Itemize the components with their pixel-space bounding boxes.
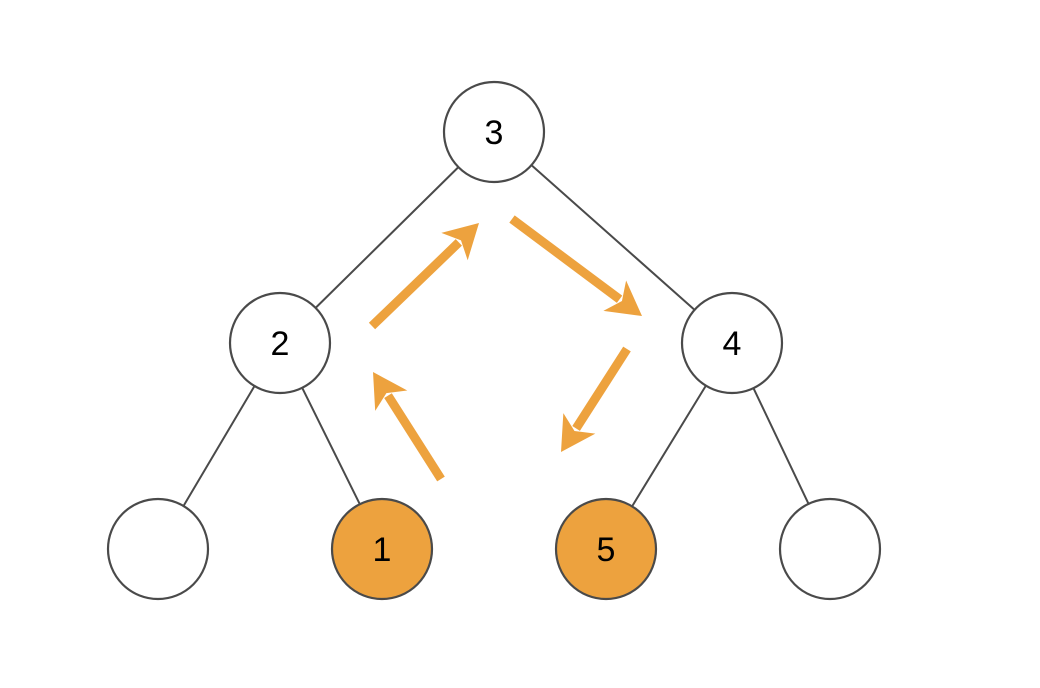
- node-circle[interactable]: [228, 291, 332, 395]
- tree-edge: [182, 385, 256, 507]
- tree-node-1[interactable]: 1: [330, 497, 434, 601]
- arrow-shaft: [572, 346, 631, 431]
- tree-edges-layer: [182, 164, 810, 508]
- traversal-arrow: [373, 372, 445, 482]
- node-circle[interactable]: [778, 497, 882, 601]
- tree-node-3[interactable]: 3: [442, 80, 546, 184]
- node-label: 5: [597, 531, 616, 569]
- arrow-shaft: [384, 393, 445, 482]
- arrow-head: [441, 223, 479, 261]
- arrow-head: [561, 413, 596, 452]
- tree-node-empty[interactable]: [778, 497, 882, 601]
- tree-node-4[interactable]: 4: [680, 291, 784, 395]
- node-circle[interactable]: [442, 80, 546, 184]
- traversal-arrow: [509, 215, 642, 316]
- traversal-arrows-layer: [368, 215, 642, 482]
- tree-edge: [631, 384, 707, 508]
- node-label: 1: [373, 531, 392, 569]
- traversal-arrow: [368, 223, 479, 330]
- tree-edge: [530, 164, 696, 311]
- node-circle-highlighted[interactable]: [330, 497, 434, 601]
- arrow-shaft: [509, 215, 623, 303]
- node-label: 3: [485, 114, 504, 152]
- tree-node-2[interactable]: 2: [228, 291, 332, 395]
- node-label: 4: [723, 325, 742, 363]
- node-circle-highlighted[interactable]: [554, 497, 658, 601]
- tree-node-empty[interactable]: [106, 497, 210, 601]
- node-circle[interactable]: [106, 497, 210, 601]
- arrow-head: [603, 280, 642, 316]
- arrow-head: [373, 372, 408, 411]
- tree-edge: [301, 386, 361, 506]
- tree-edge: [314, 166, 460, 309]
- tree-edge: [752, 387, 810, 505]
- node-circle[interactable]: [680, 291, 784, 395]
- traversal-arrow: [561, 346, 631, 452]
- node-label: 2: [271, 325, 290, 363]
- tree-node-5[interactable]: 5: [554, 497, 658, 601]
- tree-nodes-layer: 3 2 4 1 5: [106, 80, 882, 601]
- arrow-shaft: [368, 239, 462, 330]
